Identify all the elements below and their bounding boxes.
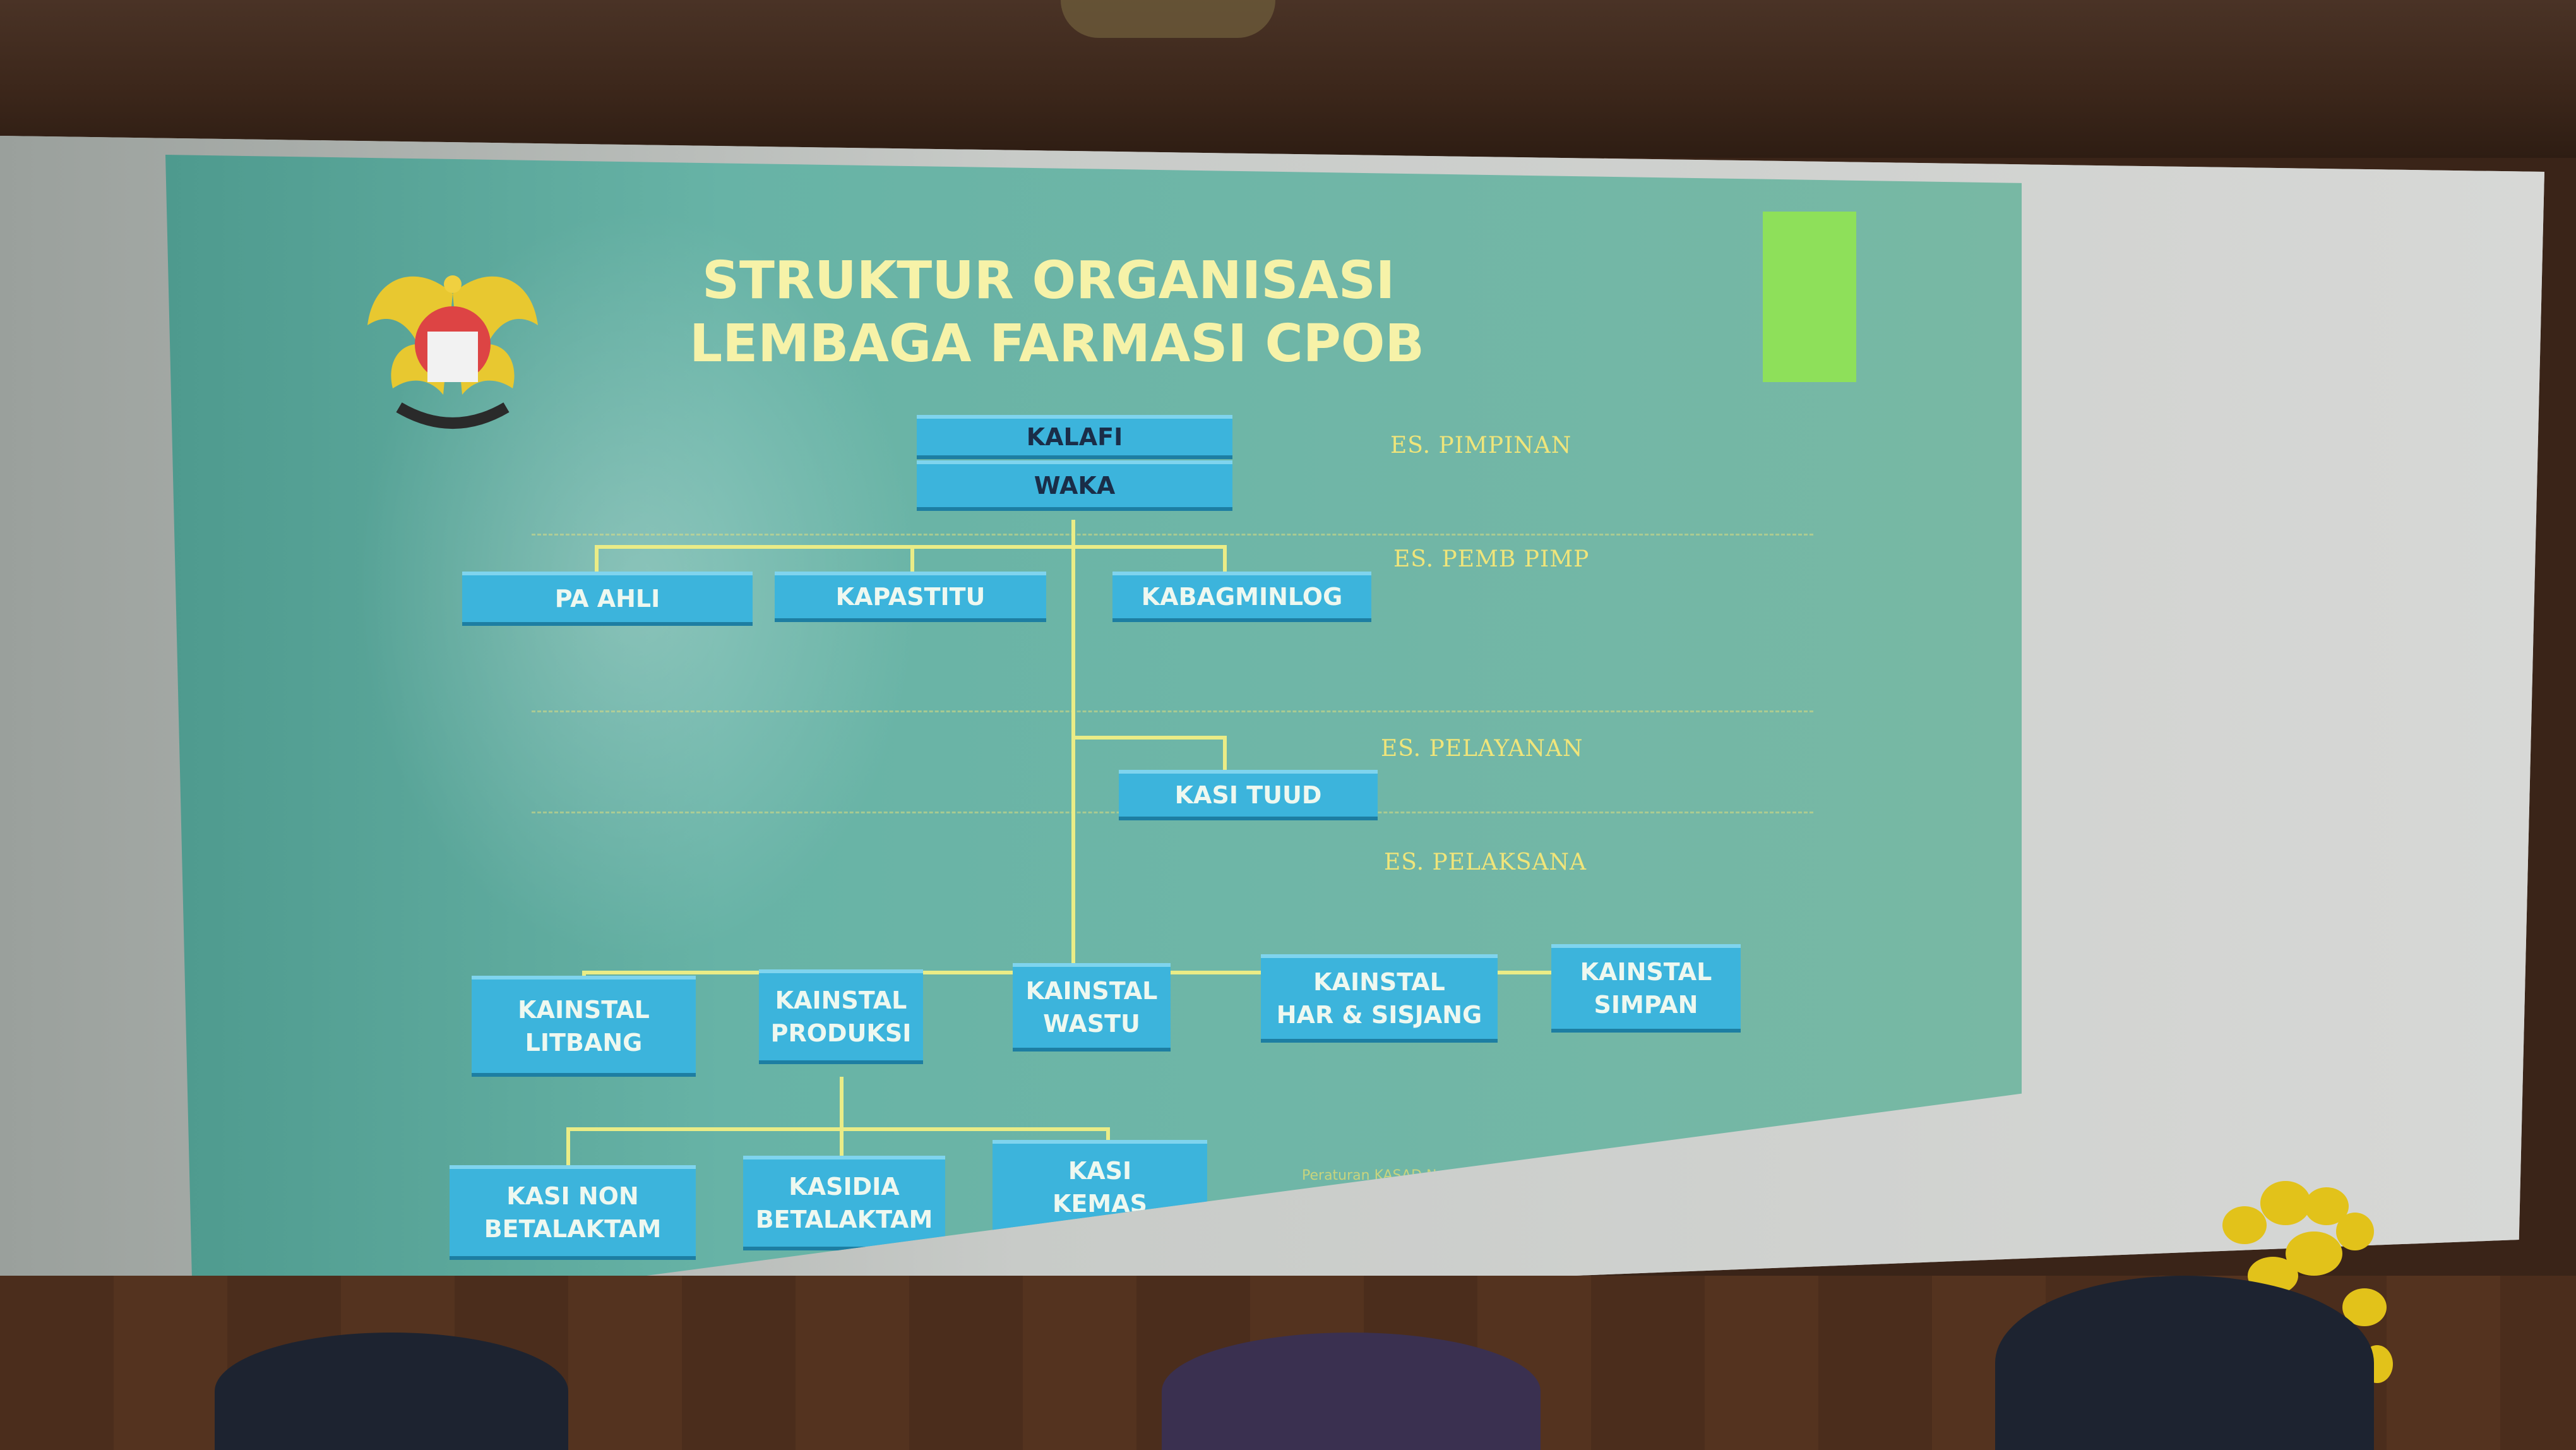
box-label: SIMPAN — [1594, 991, 1698, 1019]
box-kapastitu: KAPASTITU — [775, 572, 1046, 622]
wall-emblem — [1061, 0, 1275, 38]
title-line-1: STRUKTUR ORGANISASI — [702, 251, 1395, 311]
box-label: KASI TUUD — [1174, 781, 1322, 809]
connector — [566, 1127, 570, 1171]
audience-head — [1162, 1333, 1541, 1450]
box-label: BETALAKTAM — [755, 1206, 933, 1233]
box-kainstal-wastu: KAINSTAL WASTU — [1013, 963, 1171, 1052]
box-label: WAKA — [1034, 472, 1116, 500]
audience-head — [215, 1333, 568, 1450]
box-label: WASTU — [1043, 1010, 1140, 1038]
connector — [1223, 545, 1227, 589]
box-label: KAINSTAL — [1313, 968, 1445, 996]
connector — [595, 545, 599, 589]
audience-head — [1995, 1276, 2374, 1450]
box-label: KABAGMINLOG — [1141, 583, 1343, 611]
produksi-branch-line — [566, 1127, 1109, 1131]
box-kainstal-simpan: KAINSTAL SIMPAN — [1551, 944, 1741, 1033]
pelayanan-branch-line — [1075, 736, 1226, 740]
box-label: KAINSTAL — [518, 996, 650, 1024]
box-label: KAPASTITU — [835, 583, 986, 611]
box-kasi-non-betalaktam: KASI NON BETALAKTAM — [450, 1165, 696, 1260]
box-label: LITBANG — [525, 1029, 643, 1057]
connector — [910, 545, 914, 589]
box-kalafi: KALAFI — [917, 415, 1232, 459]
box-label: HAR & SISJANG — [1276, 1001, 1482, 1029]
box-label: KAINSTAL — [1580, 958, 1712, 986]
box-label: KAINSTAL — [1025, 977, 1158, 1005]
slide-title: STRUKTUR ORGANISASI LEMBAGA FARMASI CPOB — [689, 249, 1586, 376]
box-label: KASI — [1068, 1157, 1132, 1185]
ceiling-wall — [0, 0, 2576, 158]
box-kainstal-litbang: KAINSTAL LITBANG — [472, 976, 696, 1077]
box-kabagminlog: KABAGMINLOG — [1112, 572, 1371, 622]
box-label: KAINSTAL — [775, 986, 907, 1014]
box-kasidia-betalaktam: KASIDIA BETALAKTAM — [743, 1156, 945, 1250]
box-kainstal-har-sisjang: KAINSTAL HAR & SISJANG — [1261, 954, 1498, 1043]
box-label: PA AHLI — [554, 585, 660, 613]
level-separator — [532, 710, 1813, 712]
box-kainstal-produksi: KAINSTAL PRODUKSI — [759, 969, 923, 1064]
box-label: BETALAKTAM — [484, 1215, 662, 1243]
box-kasi-tuud: KASI TUUD — [1119, 770, 1378, 820]
box-label: KASIDIA — [789, 1173, 900, 1201]
level-label-pemb-pimp: ES. PEMB PIMP — [1393, 546, 1590, 572]
box-label: KASI NON — [506, 1182, 639, 1210]
produksi-trunk-line — [840, 1077, 844, 1165]
connector — [1223, 736, 1227, 774]
box-pa-ahli: PA AHLI — [462, 572, 753, 626]
level-separator — [532, 534, 1813, 536]
level-label-pimpinan: ES. PIMPINAN — [1390, 433, 1572, 458]
main-trunk-line — [1071, 520, 1075, 974]
box-waka: WAKA — [917, 460, 1232, 511]
title-line-2: LEMBAGA FARMASI CPOB — [689, 314, 1425, 374]
accent-square — [1763, 212, 1856, 382]
box-label: KALAFI — [1026, 423, 1123, 451]
level-label-pelayanan: ES. PELAYANAN — [1381, 736, 1583, 762]
emblem-logo-icon — [367, 275, 538, 429]
level-label-pelaksana: ES. PELAKSANA — [1384, 849, 1587, 875]
box-label: PRODUKSI — [770, 1019, 912, 1047]
